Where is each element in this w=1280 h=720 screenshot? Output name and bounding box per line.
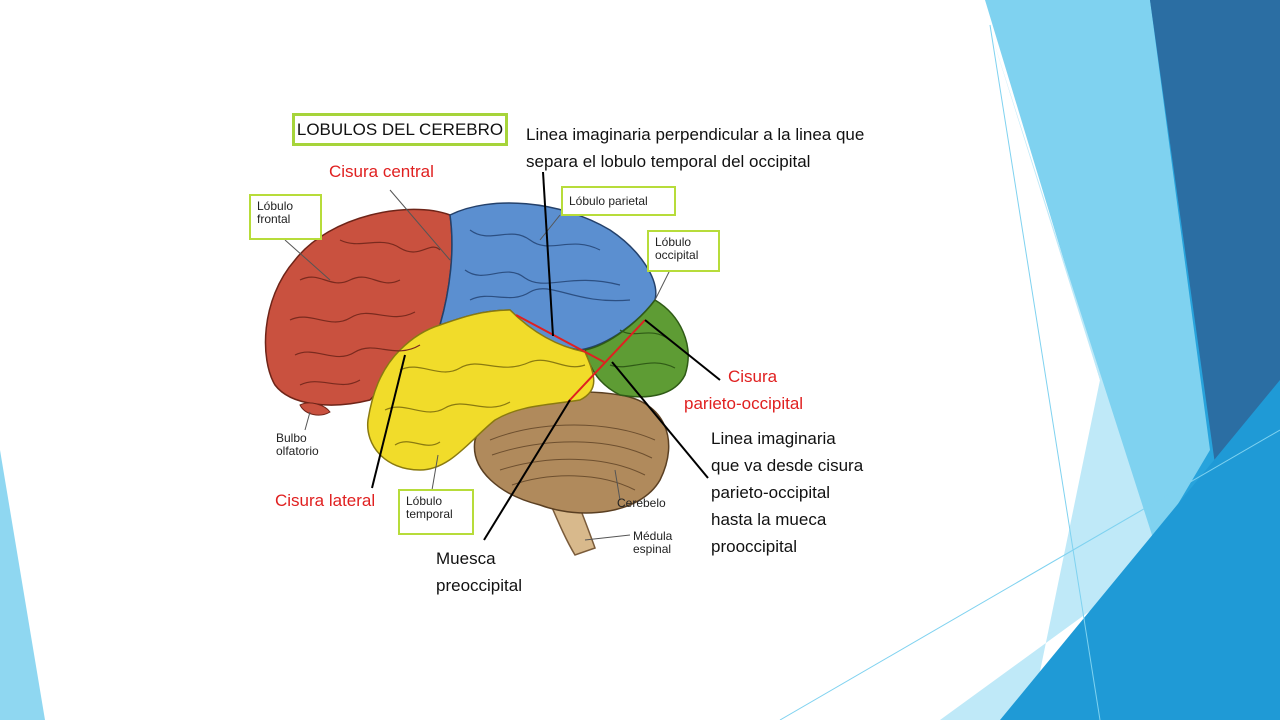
label-occipital: Lóbulo occipital bbox=[647, 230, 720, 272]
label-temporal: Lóbulo temporal bbox=[398, 489, 474, 535]
deco-left-sliver bbox=[0, 450, 45, 720]
line-imaginaria bbox=[611, 361, 709, 479]
bulbo-shape bbox=[299, 402, 331, 416]
cerebelo-folds bbox=[489, 424, 656, 491]
deco-thin-line-2 bbox=[779, 429, 1280, 720]
label-parietal: Lóbulo parietal bbox=[561, 186, 676, 216]
label-frontal: Lóbulo frontal bbox=[249, 194, 322, 240]
note-imaginaria: Linea imaginaria que va desde cisura par… bbox=[711, 429, 864, 556]
slide-title: LOBULOS DEL CEREBRO bbox=[292, 113, 508, 146]
label-cisura-po-line1: Cisura bbox=[728, 367, 778, 386]
line-perpendicular bbox=[542, 171, 554, 337]
deco-right-dark bbox=[1150, 0, 1280, 500]
label-bulbo: Bulbo olfatorio bbox=[276, 431, 319, 458]
red-line-parieto-temporal bbox=[515, 314, 605, 363]
frontal-gyri bbox=[289, 239, 441, 386]
line-cisura-po bbox=[644, 319, 721, 381]
note-muesca: Muesca preoccipital bbox=[436, 549, 522, 595]
label-cisura-lateral: Cisura lateral bbox=[275, 491, 376, 510]
label-cerebelo: Cerebelo bbox=[617, 496, 666, 510]
label-cisura-po-line2: parieto-occipital bbox=[684, 394, 804, 413]
parietal-gyri bbox=[464, 229, 631, 302]
deco-right-bottom bbox=[1000, 380, 1280, 720]
label-cisura-central: Cisura central bbox=[329, 162, 434, 181]
deco-right-pale bbox=[940, 30, 1160, 720]
annotation-lines bbox=[371, 171, 721, 541]
occipital-lobe-shape bbox=[584, 299, 689, 398]
red-line-occipital bbox=[567, 319, 646, 403]
label-leader-lines bbox=[284, 189, 671, 541]
line-cisura-lateral bbox=[371, 354, 406, 489]
deco-thin-line-1 bbox=[989, 24, 1101, 720]
temporal-lobe-shape bbox=[367, 309, 595, 471]
note-perpendicular: Linea imaginaria perpendicular a la line… bbox=[526, 125, 865, 171]
line-muesca bbox=[483, 399, 571, 541]
temporal-gyri bbox=[384, 359, 586, 446]
label-medula: Médula espinal bbox=[633, 529, 673, 556]
